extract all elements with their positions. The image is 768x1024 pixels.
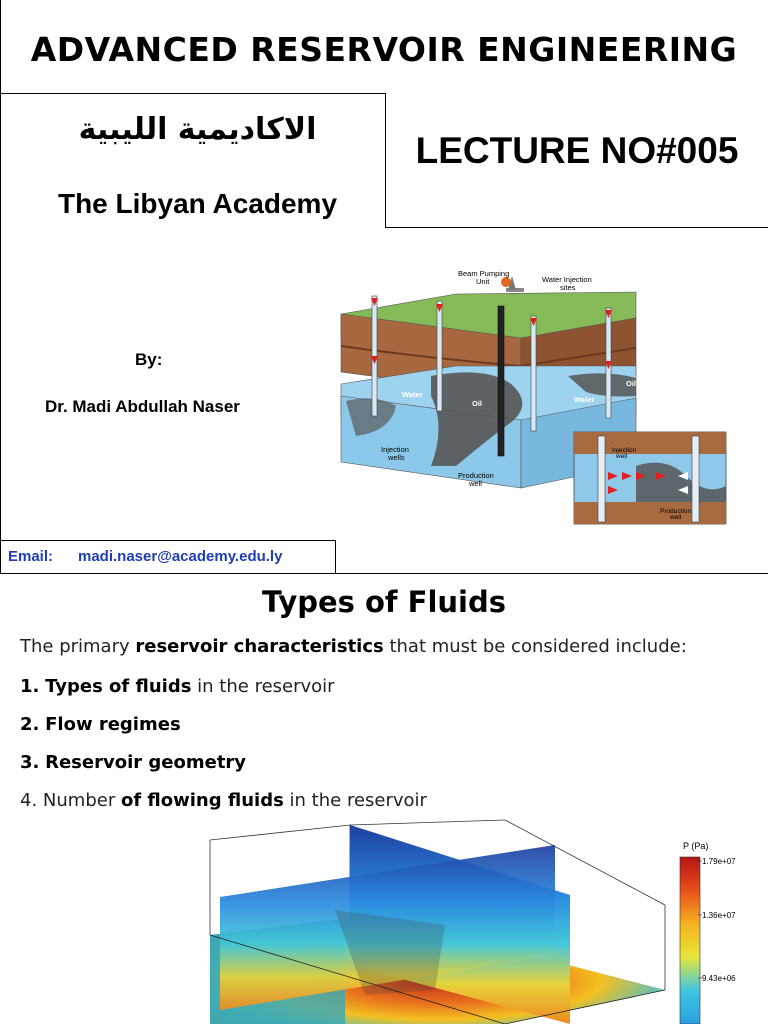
colorbar bbox=[679, 856, 701, 1024]
wall-slice-b bbox=[220, 845, 555, 1010]
item-bold: Reservoir geometry bbox=[45, 752, 247, 773]
item-bold: Types of fluids bbox=[45, 676, 192, 697]
main-title: ADVANCED RESERVOIR ENGINEERING bbox=[30, 30, 738, 69]
production-well bbox=[497, 305, 505, 457]
item-number: 4. bbox=[20, 790, 38, 811]
list-item: 2. Flow regimes bbox=[20, 714, 181, 735]
pressure-field-3d-plot: P (Pa) 1.79e+07 1.36e+07 9.43e+06 bbox=[209, 819, 736, 1024]
frame-divider-top bbox=[0, 93, 386, 94]
list-item: 4. Number of flowing fluids in the reser… bbox=[20, 790, 427, 811]
injection-well-3 bbox=[530, 315, 537, 432]
by-label: By: bbox=[135, 350, 163, 369]
email-box-top bbox=[0, 540, 336, 541]
bounding-box bbox=[209, 819, 666, 990]
label-production-well-2: well bbox=[468, 479, 482, 488]
inset-detail bbox=[573, 431, 727, 525]
velocity-vectors bbox=[335, 910, 445, 995]
item-rest: in the reservoir bbox=[191, 676, 335, 697]
item-pre: Number bbox=[42, 790, 121, 811]
label-production-well: Production bbox=[458, 471, 494, 480]
frame-divider-vertical bbox=[385, 93, 386, 227]
item-rest: in the reservoir bbox=[283, 790, 427, 811]
intro-post: that must be considered include: bbox=[383, 636, 687, 657]
item-number: 3. bbox=[20, 752, 40, 773]
injection-arrows bbox=[371, 298, 612, 369]
label-beam-pumping: Beam Pumping bbox=[458, 269, 509, 278]
item-bold: of flowing fluids bbox=[120, 790, 284, 811]
reservoir-waterflood-diagram: Beam Pumping Unit Water Injection sites … bbox=[340, 269, 727, 525]
rock-patch-left bbox=[346, 398, 396, 436]
colorbar-tick: 1.79e+07 bbox=[702, 857, 736, 866]
label-water-injection: Water Injection bbox=[542, 275, 592, 284]
frame-divider-right bbox=[385, 227, 768, 228]
label-inset-injection-well: Injection bbox=[612, 447, 637, 454]
injection-well-2 bbox=[436, 300, 443, 412]
email-address[interactable]: madi.naser@academy.edu.ly bbox=[78, 548, 283, 565]
label-inset-production-well-2: well bbox=[669, 514, 682, 521]
beam-pumping-unit bbox=[501, 276, 524, 292]
label-beam-pumping-2: Unit bbox=[476, 277, 490, 286]
lecture-number: LECTURE NO#005 bbox=[415, 130, 739, 171]
intro-bold: reservoir characteristics bbox=[135, 636, 384, 657]
academy-english-name: The Libyan Academy bbox=[57, 188, 338, 219]
intro-text: The primary reservoir characteristics th… bbox=[20, 636, 687, 657]
oil-zone-right bbox=[568, 373, 636, 397]
colorbar-title: P (Pa) bbox=[683, 841, 708, 851]
label-oil-right: Oil bbox=[626, 379, 636, 388]
slide-title: Types of Fluids bbox=[261, 585, 507, 619]
bounding-box-front bbox=[209, 934, 666, 1024]
rock-stratum bbox=[340, 345, 637, 368]
label-water-left: Water bbox=[402, 390, 423, 399]
intro-pre: The primary bbox=[20, 636, 136, 657]
label-injection-wells: Injection bbox=[381, 445, 409, 454]
email-label: Email: bbox=[8, 548, 54, 565]
label-injection-wells-2: wells bbox=[387, 453, 405, 462]
author-name: Dr. Madi Abdullah Naser bbox=[45, 397, 240, 416]
academy-arabic-name: الاكاديمية الليبية bbox=[78, 112, 317, 147]
item-number: 1. bbox=[20, 676, 40, 697]
item-number: 2. bbox=[20, 714, 40, 735]
colorbar-tick: 1.36e+07 bbox=[702, 911, 736, 920]
label-oil-center: Oil bbox=[472, 399, 482, 408]
list-item: 3. Reservoir geometry bbox=[20, 752, 246, 773]
item-bold: Flow regimes bbox=[45, 714, 181, 735]
label-inset-production-well: Production bbox=[660, 508, 691, 515]
label-inset-injection-well-2: well bbox=[615, 453, 628, 460]
slide-separator bbox=[0, 573, 768, 574]
email-box-right bbox=[335, 540, 336, 574]
title-slide: ADVANCED RESERVOIR ENGINEERING الاكاديمي… bbox=[0, 0, 768, 574]
label-water-right: Water bbox=[574, 395, 595, 404]
label-water-injection-2: sites bbox=[560, 283, 576, 292]
frame-left bbox=[0, 0, 1, 574]
list-item: 1. Types of fluids in the reservoir bbox=[20, 676, 335, 697]
colorbar-ticks bbox=[698, 860, 702, 979]
colorbar-tick: 9.43e+06 bbox=[702, 974, 736, 983]
